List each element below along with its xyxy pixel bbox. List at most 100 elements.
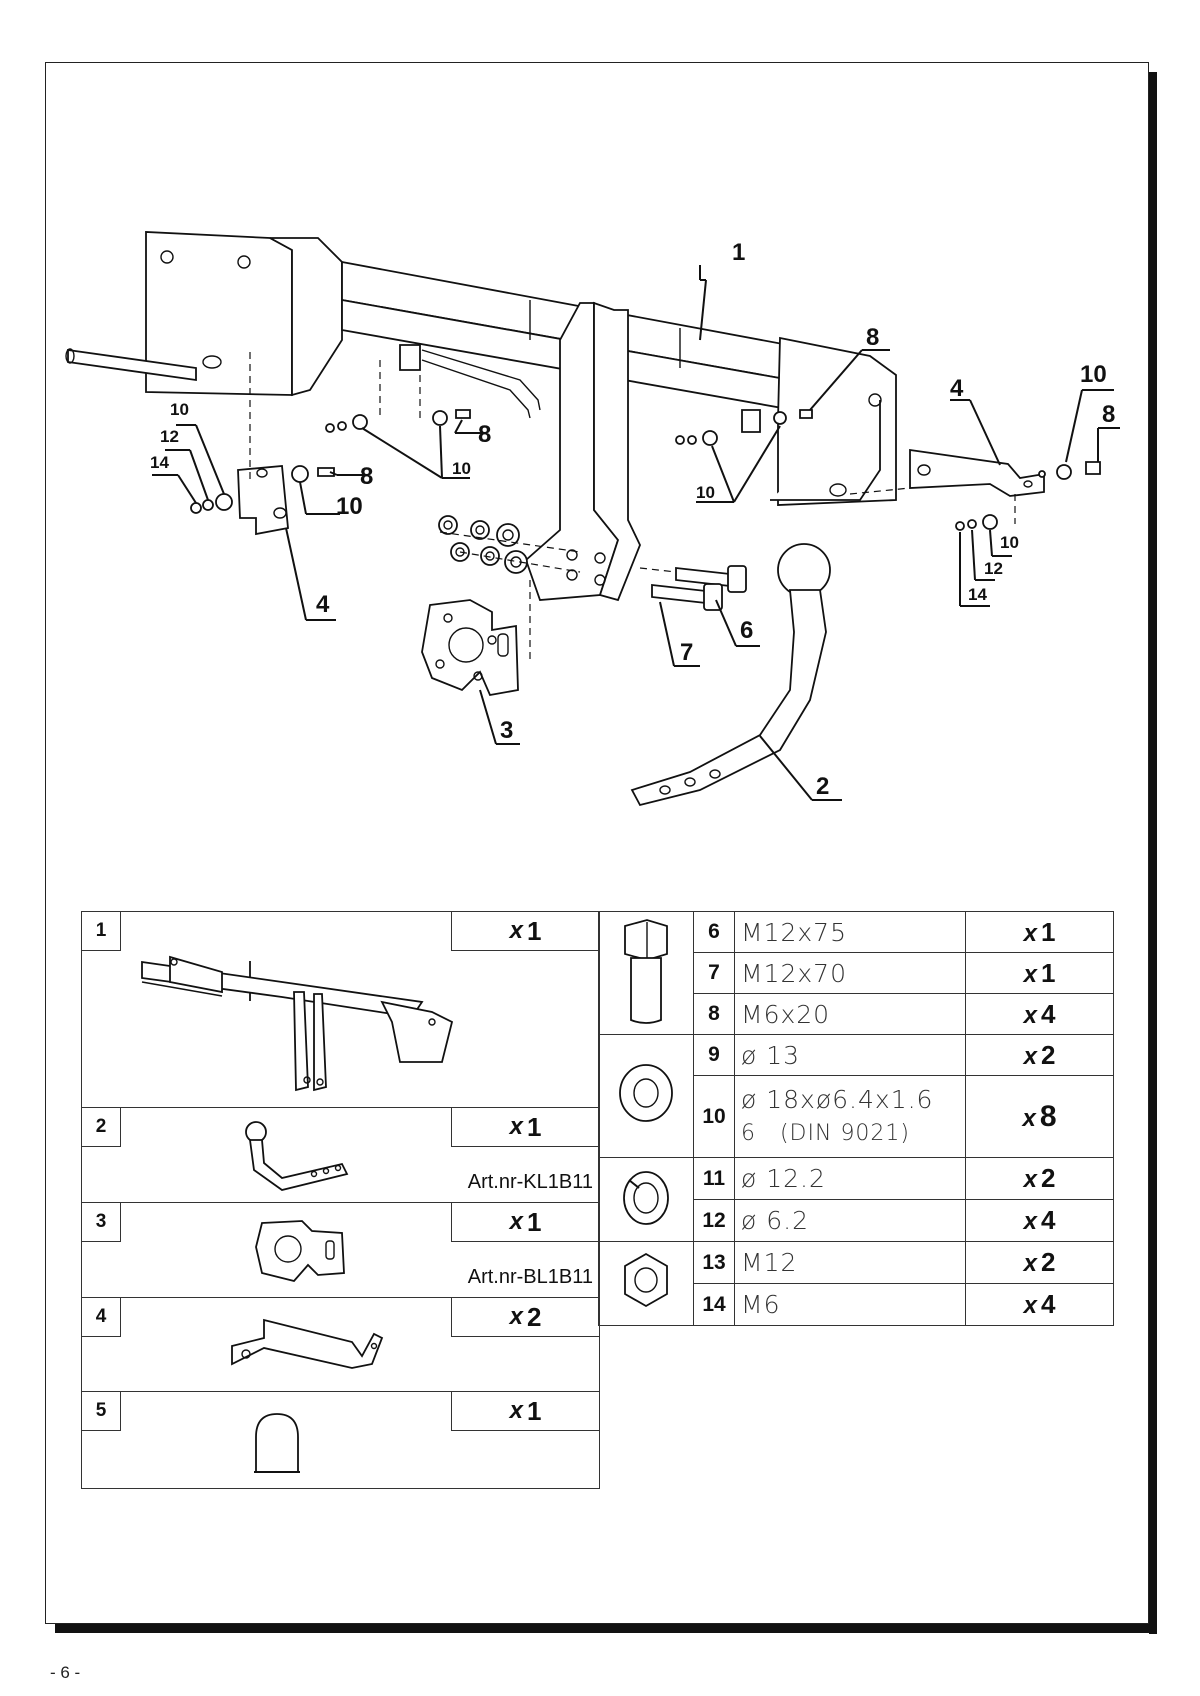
exploded-assembly-drawing: 1 8 4 10 8 8 8 10 10 10 10 12 14 10 12 1… — [65, 231, 1120, 807]
callout-4-right: 4 — [950, 375, 964, 402]
page-number: - 6 - — [50, 1663, 81, 1682]
bolts-and-washers — [190, 409, 1101, 611]
callout-1: 1 — [732, 239, 745, 266]
hardware-number: 7 — [693, 952, 735, 994]
crossbar-part-1 — [65, 231, 897, 602]
callout-6: 6 — [740, 617, 753, 644]
hardware-description: ø 13 — [734, 1034, 966, 1076]
hardware-number: 10 — [693, 1075, 735, 1158]
part-number: 4 — [82, 1298, 121, 1337]
leader-lines — [152, 265, 1120, 801]
callout-4-left: 4 — [316, 591, 330, 618]
part-number: 2 — [82, 1108, 121, 1147]
frame-shadow-bottom — [55, 1624, 1157, 1633]
hardware-description: M6x20 — [734, 993, 966, 1035]
article-number: Art.nr-KL1B11 — [467, 1171, 593, 1193]
callout-3: 3 — [500, 717, 513, 744]
hardware-description: ø 12.2 — [734, 1157, 966, 1200]
hardware-number: 6 — [693, 911, 735, 953]
callout-labels: 1 8 4 10 8 8 8 10 10 10 10 12 14 10 12 1… — [150, 239, 1115, 800]
towball-thumbnail — [245, 1121, 349, 1191]
callout-10: 10 — [170, 400, 189, 419]
callout-7: 7 — [680, 639, 693, 666]
hardware-number: 12 — [693, 1199, 735, 1242]
hardware-number: 8 — [693, 993, 735, 1035]
bolt-drawing — [624, 919, 668, 1024]
side-bracket-thumbnail — [231, 1318, 384, 1369]
bolt-icon — [598, 911, 694, 1035]
part-number: 3 — [82, 1203, 121, 1242]
hardware-description: ø 6.2 — [734, 1199, 966, 1242]
callout-8: 8 — [360, 463, 373, 490]
nut-icon — [598, 1241, 694, 1326]
frame-shadow-right — [1149, 72, 1157, 1634]
callout-2: 2 — [816, 773, 829, 800]
callout-10: 10 — [696, 483, 715, 502]
hardware-description: M6 — [734, 1283, 966, 1326]
towball-cap-thumbnail — [254, 1413, 300, 1473]
callout-10: 10 — [1080, 361, 1107, 388]
side-bracket-part-4-right — [909, 448, 1045, 497]
part-number: 5 — [82, 1392, 121, 1431]
washer-icon — [598, 1034, 694, 1158]
callout-8: 8 — [1102, 401, 1115, 428]
crossbar-thumbnail — [141, 955, 454, 1092]
callout-10: 10 — [452, 459, 471, 478]
hardware-number: 11 — [693, 1157, 735, 1200]
callout-10: 10 — [1000, 533, 1019, 552]
callout-14: 14 — [968, 585, 987, 604]
callout-8: 8 — [866, 324, 879, 351]
assembly-guide-lines — [249, 352, 1016, 660]
hardware-number: 14 — [693, 1283, 735, 1326]
socket-plate-part-3 — [421, 599, 519, 697]
washer-drawing — [619, 1064, 673, 1122]
hardware-number: 9 — [693, 1034, 735, 1076]
towball-part-2 — [630, 543, 831, 807]
hardware-description: M12 — [734, 1241, 966, 1284]
hardware-description: M12x70 — [734, 952, 966, 994]
callout-8: 8 — [478, 421, 491, 448]
callout-12: 12 — [984, 559, 1003, 578]
spring-washer-icon — [598, 1157, 694, 1242]
callout-12: 12 — [160, 427, 179, 446]
side-bracket-part-4-left — [237, 465, 289, 536]
callout-10: 10 — [336, 493, 363, 520]
socket-plate-thumbnail — [255, 1220, 345, 1283]
nut-drawing — [624, 1252, 668, 1308]
part-number: 1 — [82, 912, 121, 951]
spring-washer-drawing — [623, 1171, 669, 1225]
callout-14: 14 — [150, 453, 169, 472]
hardware-description: M12x75 — [734, 911, 966, 953]
